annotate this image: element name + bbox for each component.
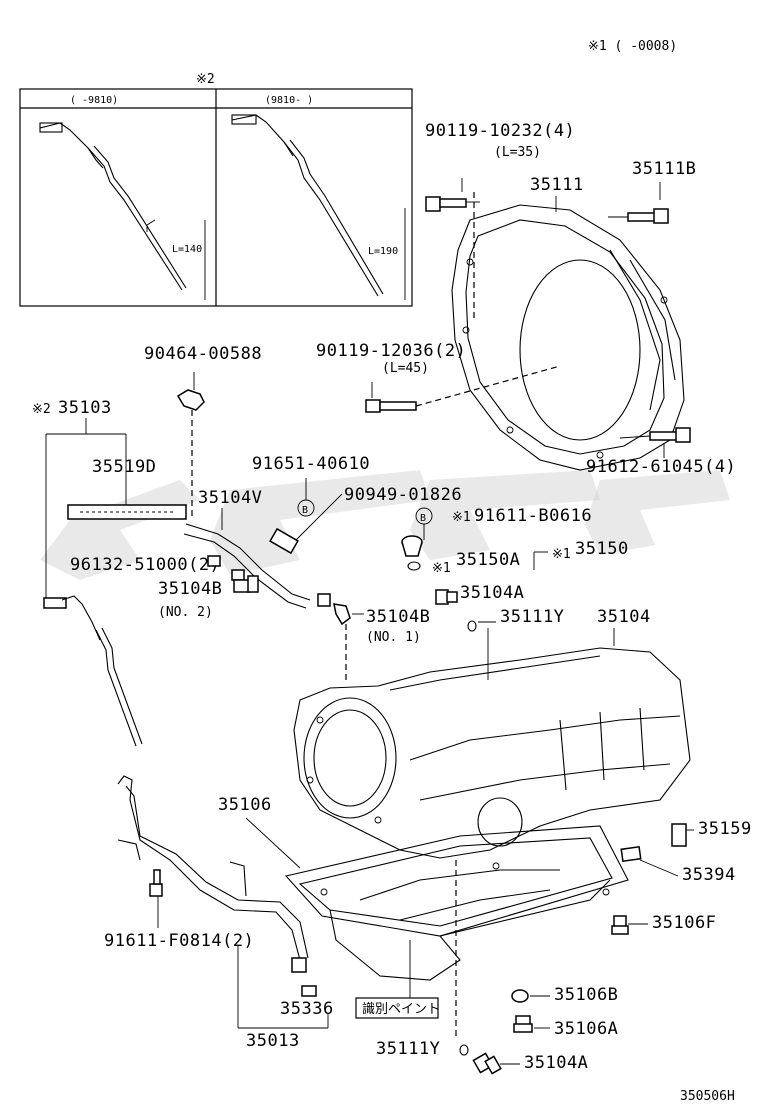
b-circle-right: B	[420, 513, 426, 524]
label-35150: 35150	[575, 539, 629, 559]
plug-35106a	[513, 1015, 533, 1033]
bolt-91612-61045	[649, 427, 691, 443]
label-35013: 35013	[246, 1031, 300, 1051]
plug-35104a-bottom	[472, 1052, 502, 1075]
label-35394: 35394	[682, 865, 736, 885]
label-35111: 35111	[530, 175, 584, 195]
transmission-case-35104	[293, 647, 691, 859]
label-90119-10232: 90119-10232(4)	[425, 121, 575, 141]
label-91611-f0814: 91611-F0814(2)	[104, 931, 254, 951]
o-ring-35111y-bottom	[459, 1044, 469, 1056]
label-35104a-top: 35104A	[460, 583, 524, 603]
label-35111b: 35111B	[632, 159, 696, 179]
union-35104b-no1	[317, 593, 351, 626]
label-35104a-bottom: 35104A	[524, 1053, 588, 1073]
label-35519d: 35519D	[92, 457, 156, 477]
mark-s1-91611-b0616: ※1	[452, 510, 471, 525]
mark-s1-35150a: ※1	[432, 561, 451, 576]
sensor-35150a	[401, 535, 423, 557]
label-90119-10232-length: (L=35)	[494, 145, 541, 160]
clip-90464-00588	[176, 389, 205, 411]
label-90949-01826: 90949-01826	[344, 485, 462, 505]
label-35104v: 35104V	[198, 488, 262, 508]
figure-id: 350506H	[680, 1089, 735, 1104]
mark-s2-35103: ※2	[32, 402, 51, 417]
label-96132-51000: 96132-51000(2)	[70, 555, 220, 575]
label-35159: 35159	[698, 819, 752, 839]
label-35103: 35103	[58, 398, 112, 418]
label-90119-12036-length: (L=45)	[382, 361, 429, 376]
inset-left-length: L=140	[172, 244, 202, 255]
label-sticker-35519d	[67, 504, 187, 520]
label-35104b-no1-sub: (NO. 1)	[366, 630, 421, 645]
dipstick-35103	[43, 595, 143, 747]
label-90464-00588: 90464-00588	[144, 344, 262, 364]
paint-mark-box	[355, 997, 439, 1019]
union-35104b-no2	[233, 575, 259, 593]
dipstick-inset: ( -9810) (9810- ) L=140 L=190	[19, 88, 413, 307]
label-35150a: 35150A	[456, 550, 520, 570]
label-90119-12036: 90119-12036(2)	[316, 341, 466, 361]
label-35106: 35106	[218, 795, 272, 815]
label-35111y-bottom: 35111Y	[376, 1039, 440, 1059]
label-91611-b0616: 91611-B0616	[474, 506, 592, 526]
converter-housing-35111	[451, 204, 685, 471]
bolt-90119-12036	[365, 399, 417, 413]
o-ring-35150a	[407, 561, 421, 571]
plug-35159	[671, 823, 687, 847]
label-91651-40610: 91651-40610	[252, 454, 370, 474]
label-paint-mark: 識別ペイント	[362, 1002, 440, 1017]
magnet-35394	[620, 845, 642, 863]
label-35104b-no2: 35104B	[158, 579, 222, 599]
note-s2: ※2	[196, 72, 215, 87]
label-35106f: 35106F	[652, 913, 716, 933]
label-91612-61045: 91612-61045(4)	[586, 457, 736, 477]
gasket-35106b	[511, 989, 529, 1003]
inset-right-title: (9810- )	[265, 95, 313, 106]
bolt-90119-10232	[425, 196, 467, 212]
plug-35104a-top	[435, 589, 458, 605]
o-ring-35111y-top	[467, 620, 477, 632]
cap-35336	[301, 985, 317, 997]
label-35104b-no1: 35104B	[366, 607, 430, 627]
label-35336: 35336	[280, 999, 334, 1019]
inset-right-length: L=190	[368, 246, 398, 257]
bolt-35111b	[627, 208, 669, 224]
b-circle-left: B	[302, 505, 308, 516]
breather-hose-35104v	[183, 523, 311, 609]
inset-left-title: ( -9810)	[70, 95, 118, 106]
oil-pan-35106	[284, 825, 629, 981]
label-35104b-no2-sub: (NO. 2)	[158, 605, 213, 620]
bolt-91611-f0814	[149, 869, 163, 897]
note-s1: ※1 ( -0008)	[588, 39, 677, 54]
bolt-35106f	[611, 915, 629, 935]
filler-tube-35013	[117, 775, 309, 973]
label-35111y-top: 35111Y	[500, 607, 564, 627]
label-35106b: 35106B	[554, 985, 618, 1005]
label-35106a: 35106A	[554, 1019, 618, 1039]
mark-s1-35150: ※1	[552, 547, 571, 562]
label-35104: 35104	[597, 607, 651, 627]
